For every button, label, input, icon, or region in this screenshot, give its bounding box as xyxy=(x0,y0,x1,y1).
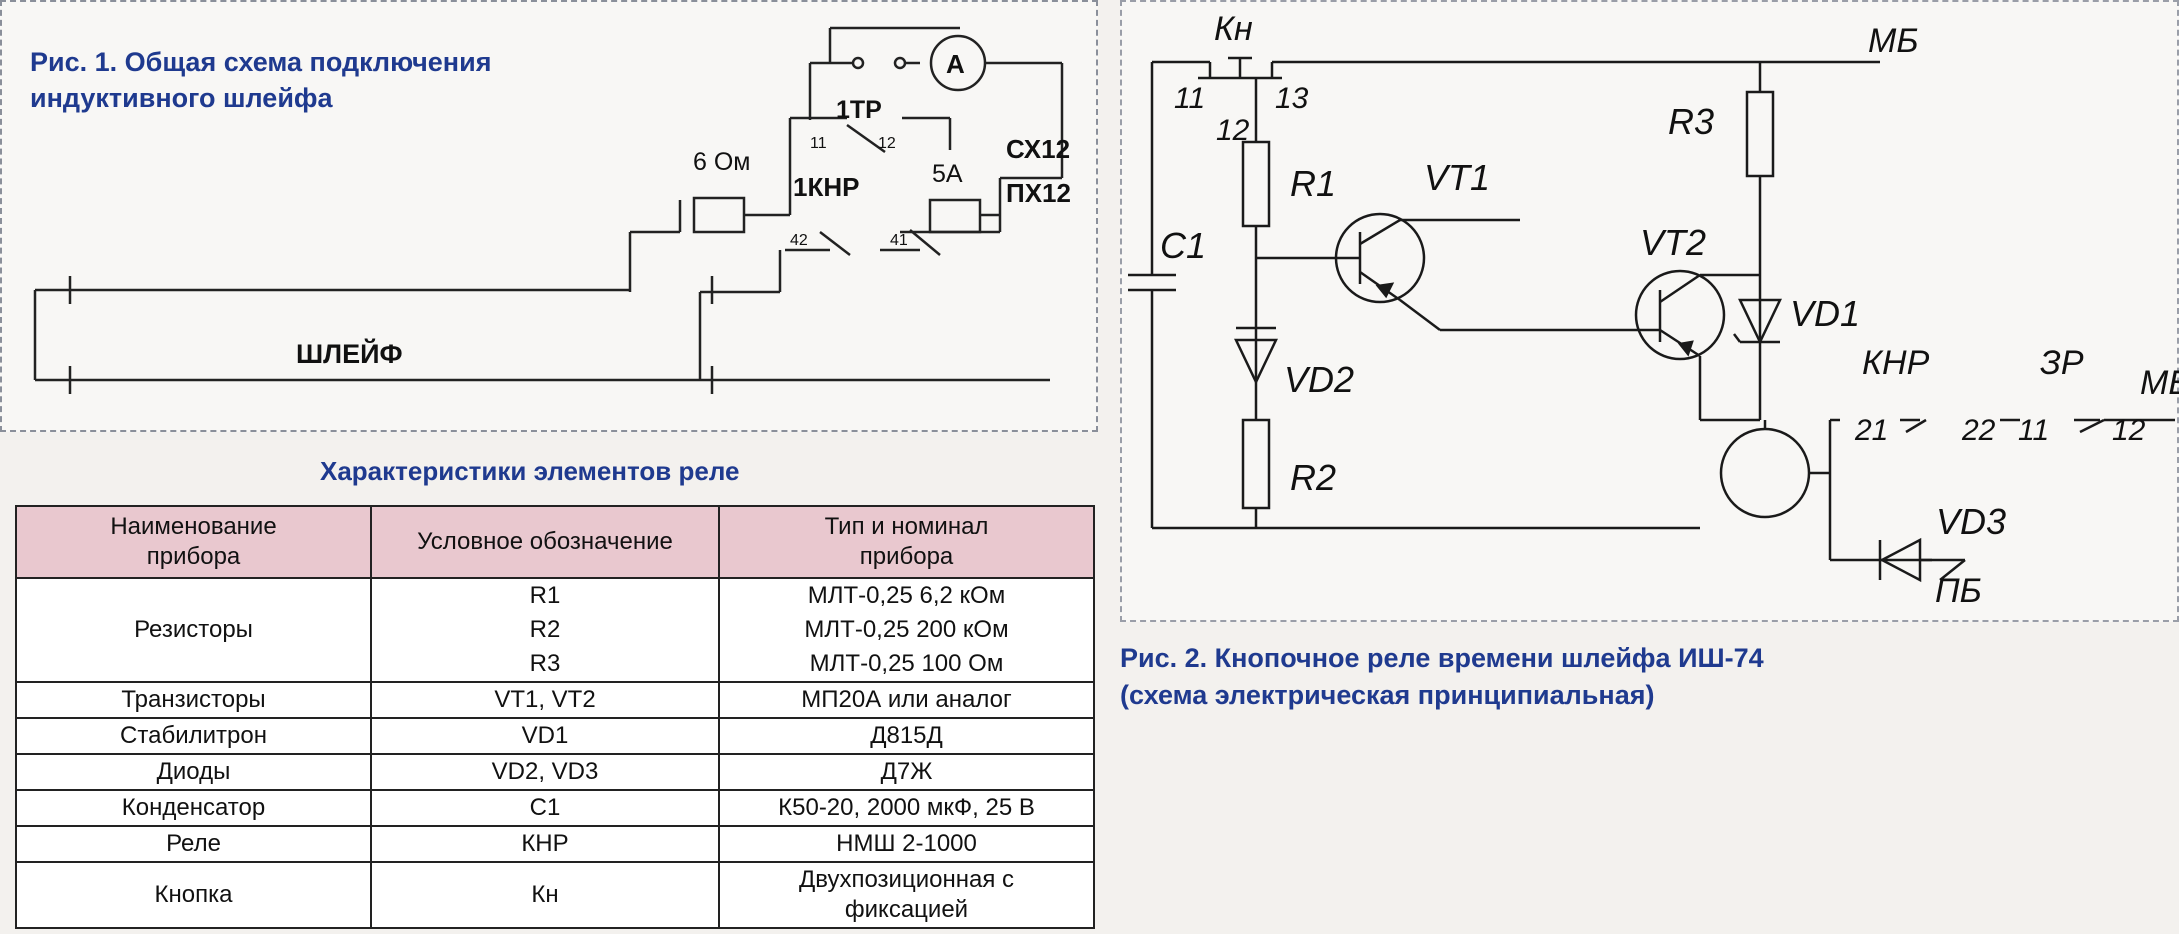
label-n11b: 11 xyxy=(2018,414,2049,447)
label-n12: 12 xyxy=(1216,114,1250,147)
cell-r1-type: МЛТ-0,25 6,2 кОм xyxy=(718,577,1095,613)
label-n11: 11 xyxy=(1174,82,1205,115)
label-zr: ЗР xyxy=(2040,344,2084,382)
label-mb-right: МБ xyxy=(2140,364,2179,402)
label-pin-12: 12 xyxy=(878,135,896,152)
label-vd3: VD3 xyxy=(1936,501,2006,542)
table-row: Реле КНР НМШ 2-1000 xyxy=(15,825,1095,862)
label-vt1: VT1 xyxy=(1424,157,1490,198)
label-1tr: 1ТР xyxy=(836,96,882,124)
figure-2-caption-line1: Рис. 2. Кнопочное реле времени шлейфа ИШ… xyxy=(1120,643,1764,673)
figure-2-caption: Рис. 2. Кнопочное реле времени шлейфа ИШ… xyxy=(1120,640,1880,714)
cell-capacitor-des: C1 xyxy=(370,789,720,826)
figure-2-schematic: Кн МБ 11 13 12 R1 R2 R3 C1 VT1 VT2 VD1 V… xyxy=(1128,10,2179,610)
label-r3: R3 xyxy=(1668,101,1714,142)
cell-diodes-des: VD2, VD3 xyxy=(370,753,720,790)
figure-1-caption-line1: Рис. 1. Общая схема подключения xyxy=(30,47,492,77)
label-vd1: VD1 xyxy=(1790,293,1860,334)
label-pin-11: 11 xyxy=(810,135,827,152)
table-title: Характеристики элементов реле xyxy=(320,456,740,486)
cell-transistors-type: МП20А или аналог xyxy=(718,681,1095,718)
cell-button-des: Кн xyxy=(370,861,720,929)
label-vd2: VD2 xyxy=(1284,359,1354,400)
table-row: Конденсатор C1 К50-20, 2000 мкФ, 25 В xyxy=(15,789,1095,826)
cell-r3-type: МЛТ-0,25 100 Ом xyxy=(718,647,1095,682)
label-kn: Кн xyxy=(1214,10,1253,48)
label-5a: 5А xyxy=(932,160,963,188)
cell-r2-type: МЛТ-0,25 200 кОм xyxy=(718,613,1095,647)
table-row: R3 МЛТ-0,25 100 Ом xyxy=(16,647,1095,682)
cell-zener-type: Д815Д xyxy=(718,717,1095,754)
label-c1: C1 xyxy=(1160,225,1206,266)
cell-button: Кнопка xyxy=(15,861,372,929)
cell-r3: R3 xyxy=(370,647,720,682)
label-pin-41: 41 xyxy=(890,232,908,249)
label-knr: КНР xyxy=(1862,344,1930,382)
table-row: Диоды VD2, VD3 Д7Ж xyxy=(15,753,1095,790)
cell-relay-des: КНР xyxy=(370,825,720,862)
table-row: Резисторы R1 МЛТ-0,25 6,2 кОм xyxy=(15,577,1095,682)
cell-r2: R2 xyxy=(370,613,720,647)
figure-2-panel xyxy=(1120,0,2179,622)
label-cx12: СХ12 xyxy=(1006,134,1070,164)
ammeter-label: А xyxy=(946,49,965,79)
table-row: Транзисторы VT1, VT2 МП20А или аналог xyxy=(15,681,1095,718)
table-row: R2 МЛТ-0,25 200 кОм xyxy=(16,613,1095,647)
label-mb-top: МБ xyxy=(1868,22,1918,60)
label-r1: R1 xyxy=(1290,163,1336,204)
cell-capacitor-type: К50-20, 2000 мкФ, 25 В xyxy=(718,789,1095,826)
label-pb: ПБ xyxy=(1935,572,1982,610)
label-n21: 21 xyxy=(1854,414,1888,447)
label-r2: R2 xyxy=(1290,457,1336,498)
label-loop: ШЛЕЙФ xyxy=(296,338,403,369)
label-n12b: 12 xyxy=(2112,414,2146,447)
label-6-ohm: 6 Ом xyxy=(693,148,750,176)
cell-transistors-des: VT1, VT2 xyxy=(370,681,720,718)
label-px12: ПХ12 xyxy=(1006,178,1071,208)
cell-relay-type: НМШ 2-1000 xyxy=(718,825,1095,862)
cell-transistors: Транзисторы xyxy=(15,681,372,718)
table-row: Стабилитрон VD1 Д815Д xyxy=(15,717,1095,754)
cell-relay: Реле xyxy=(15,825,372,862)
label-vt2: VT2 xyxy=(1640,222,1706,263)
cell-diodes-type: Д7Ж xyxy=(718,753,1095,790)
cell-resistors: Резисторы xyxy=(15,577,372,682)
label-n13: 13 xyxy=(1275,82,1309,115)
figure-1-schematic: 1ТР А 11 12 СХ12 ПХ12 6 Ом 1КНР 5А 42 41… xyxy=(33,26,1071,394)
figure-2-caption-line2: (схема электрическая принципиальная) xyxy=(1120,680,1655,710)
label-1knr: 1КНР xyxy=(793,172,859,202)
figure-1-caption-line2: индуктивного шлейфа xyxy=(30,83,333,113)
cell-r1: R1 xyxy=(370,577,720,613)
label-pin-42: 42 xyxy=(790,232,808,249)
cell-zener-des: VD1 xyxy=(370,717,720,754)
cell-zener: Стабилитрон xyxy=(15,717,372,754)
cell-capacitor: Конденсатор xyxy=(15,789,372,826)
header-designation: Условное обозначение xyxy=(370,505,720,579)
figure-1-caption: Рис. 1. Общая схема подключения индуктив… xyxy=(30,44,590,116)
figure-1-panel xyxy=(0,0,1098,432)
cell-diodes: Диоды xyxy=(15,753,372,790)
label-n22: 22 xyxy=(1961,414,1996,447)
